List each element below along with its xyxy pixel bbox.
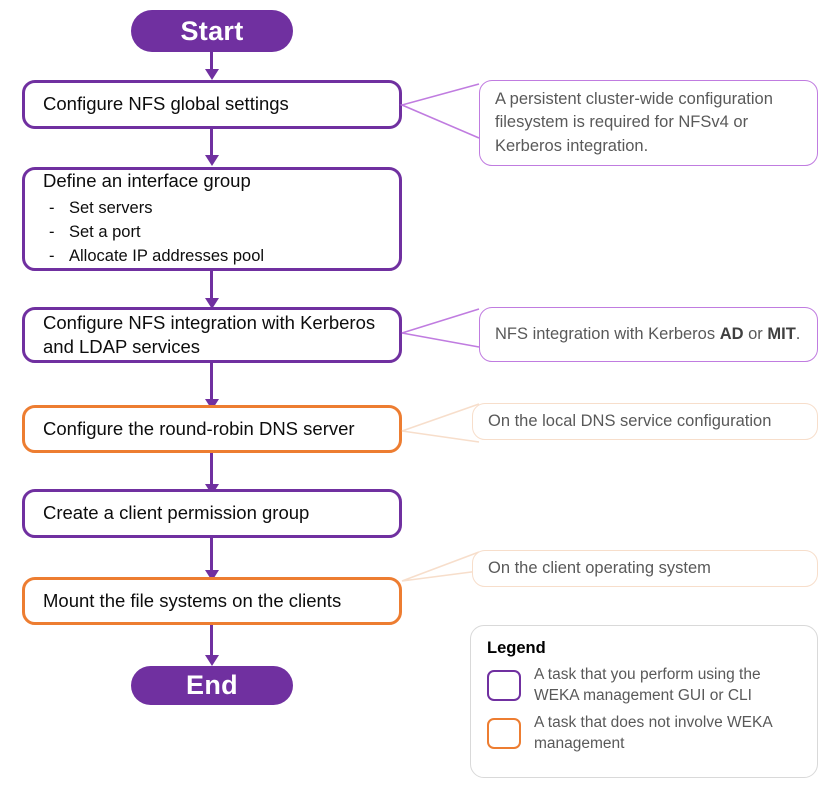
- callout-text: On the client operating system: [488, 558, 711, 577]
- connector-node4-to-node5: [210, 453, 213, 486]
- node-kerberos-ldap[interactable]: Configure NFS integration with Kerberos …: [22, 307, 402, 363]
- connector-start-to-node1-arrowhead: [205, 69, 219, 80]
- node-title: Configure NFS integration with Kerberos …: [43, 311, 376, 357]
- callout-tail-dns: [401, 403, 480, 443]
- start-label: Start: [180, 15, 244, 46]
- connector-node2-to-node3: [210, 271, 213, 300]
- node-mount-file-systems[interactable]: Mount the file systems on the clients: [22, 577, 402, 625]
- node-round-robin-dns[interactable]: Configure the round-robin DNS server: [22, 405, 402, 453]
- legend-swatch-orange-icon: [487, 718, 521, 750]
- node-title: Define an interface group: [43, 169, 251, 191]
- connector-node1-to-node2: [210, 129, 213, 157]
- legend-item-label: A task that you perform using the WEKA m…: [534, 666, 761, 704]
- connector-node2-to-node3-arrowhead: [205, 298, 219, 309]
- callout-text-fragment: or: [743, 324, 768, 343]
- callout-client-os: On the client operating system: [472, 550, 818, 587]
- callout-tail-client-os: [401, 551, 480, 582]
- node-title: Create a client permission group: [43, 502, 310, 524]
- node-title: Configure NFS global settings: [43, 93, 289, 115]
- node-title: Mount the file systems on the clients: [43, 589, 342, 611]
- callout-text-fragment: NFS integration with Kerberos: [495, 324, 720, 343]
- legend-title: Legend: [487, 639, 546, 657]
- connector-node3-to-node4-arrowhead: [205, 399, 219, 410]
- connector-start-to-node1: [210, 52, 213, 71]
- node-nfs-global-settings[interactable]: Configure NFS global settings: [22, 80, 402, 129]
- legend-item-external: A task that does not involve WEKA manage…: [487, 713, 801, 754]
- end-label: End: [186, 670, 238, 700]
- end-terminator: End: [131, 666, 293, 705]
- connector-node6-to-end-arrowhead: [205, 655, 219, 666]
- callout-tail-global-settings: [399, 83, 480, 139]
- connector-node1-to-node2-arrowhead: [205, 155, 219, 166]
- callout-text: On the local DNS service configuration: [488, 411, 772, 430]
- callout-global-settings: A persistent cluster-wide configuration …: [479, 80, 818, 166]
- node-sublist-item: Set a port: [43, 221, 381, 245]
- connector-node3-to-node4: [210, 363, 213, 401]
- callout-text-emphasis: MIT: [767, 324, 796, 343]
- callout-dns: On the local DNS service configuration: [472, 403, 818, 440]
- callout-text: A persistent cluster-wide configuration …: [495, 89, 773, 155]
- connector-node5-to-node6: [210, 538, 213, 572]
- legend-item-label: A task that does not involve WEKA manage…: [534, 714, 772, 752]
- node-sublist-item: Allocate IP addresses pool: [43, 245, 381, 269]
- callout-tail-kerberos: [401, 308, 480, 348]
- node-sublist-item: Set servers: [43, 197, 381, 221]
- callout-text-emphasis: AD: [719, 324, 744, 343]
- node-client-permission-group[interactable]: Create a client permission group: [22, 489, 402, 538]
- legend-item-weka-managed: A task that you perform using the WEKA m…: [487, 665, 801, 706]
- callout-kerberos: NFS integration with Kerberos AD or MIT.: [479, 307, 818, 362]
- callout-text-fragment: .: [795, 324, 801, 343]
- start-terminator: Start: [131, 10, 293, 52]
- node-title: Configure the round-robin DNS server: [43, 417, 355, 439]
- connector-node5-to-node6-arrowhead: [205, 570, 219, 581]
- callout-text: NFS integration with Kerberos AD or MIT.: [495, 323, 802, 346]
- node-interface-group[interactable]: Define an interface group Set servers Se…: [22, 167, 402, 271]
- legend-swatch-purple-icon: [487, 670, 521, 702]
- connector-node6-to-end: [210, 625, 213, 657]
- node-sublist: Set servers Set a port Allocate IP addre…: [43, 197, 381, 269]
- legend-panel: Legend A task that you perform using the…: [470, 625, 818, 778]
